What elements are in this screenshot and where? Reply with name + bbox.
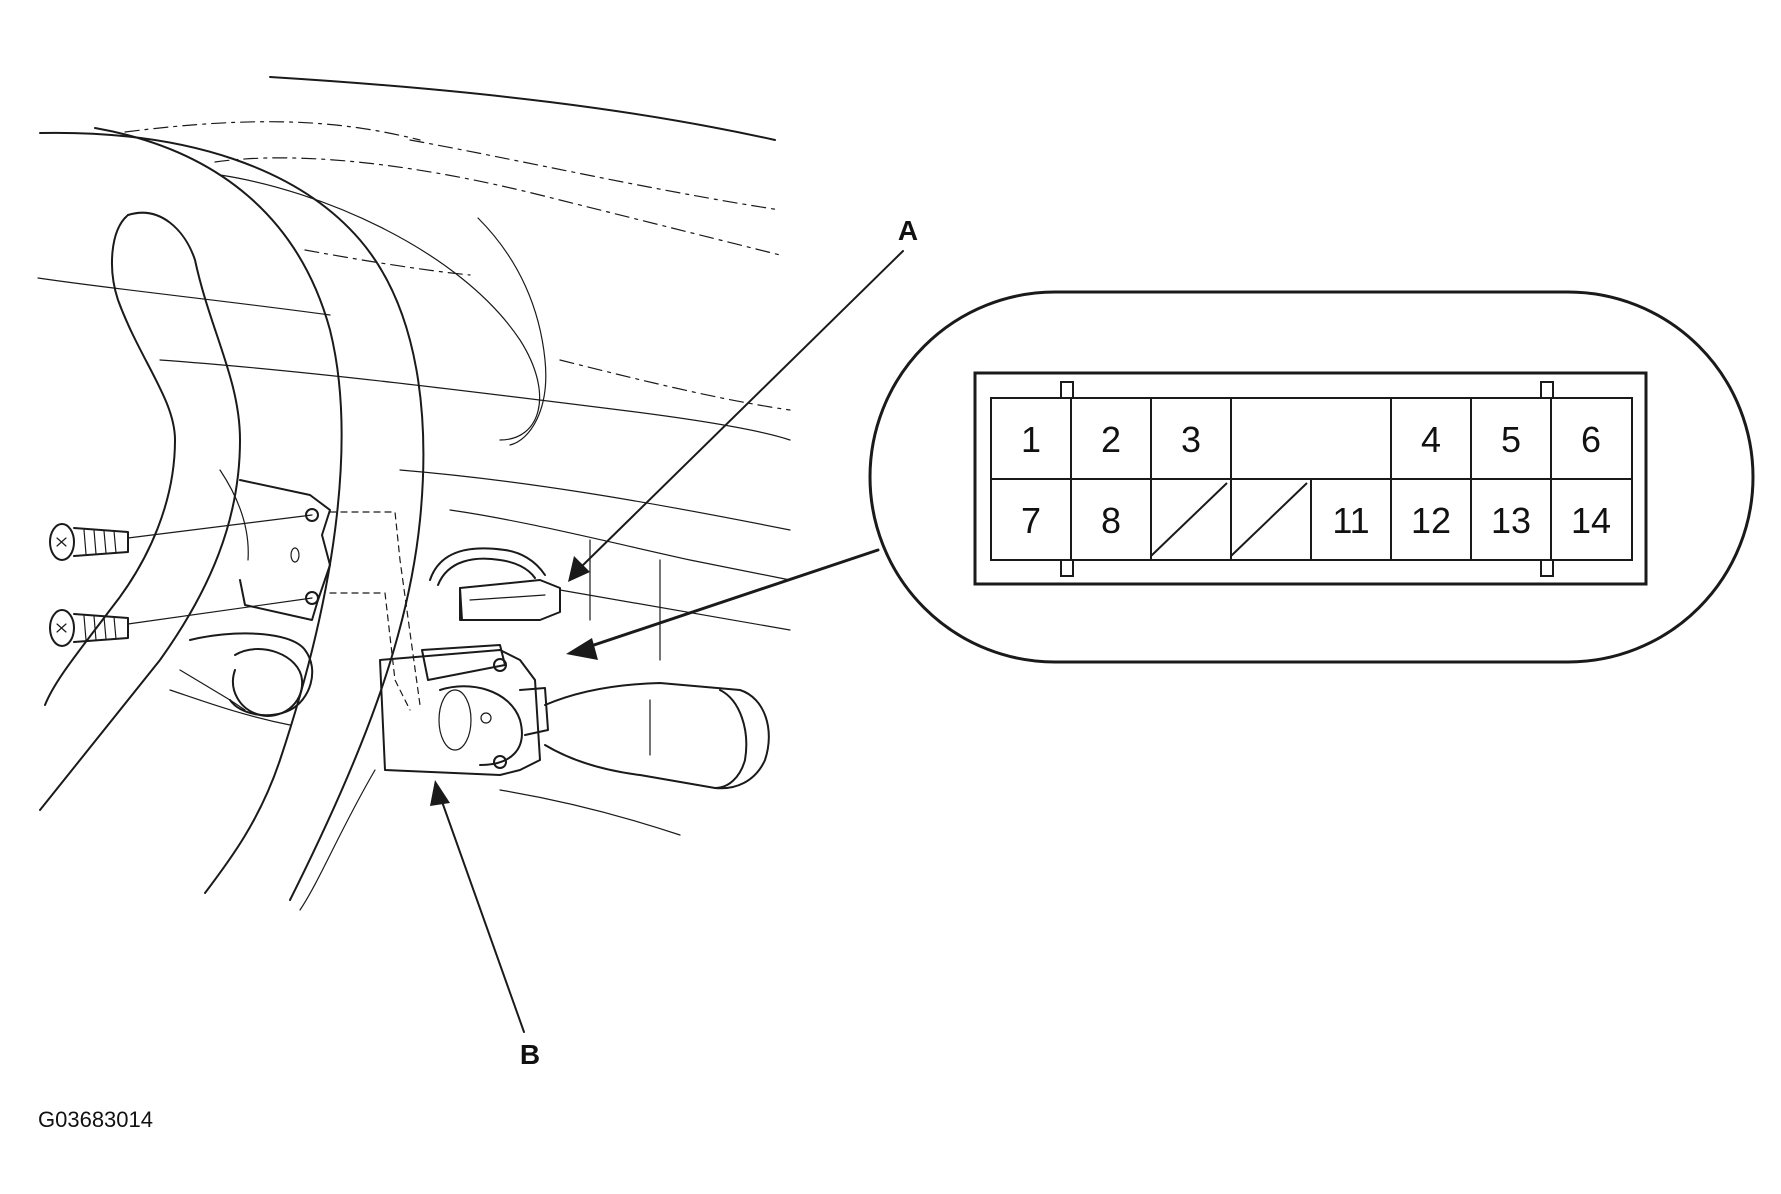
callout-label-b: B <box>520 1039 540 1070</box>
lock-tab <box>1060 559 1074 577</box>
callout-label-a: A <box>898 215 918 246</box>
combination-switch-b <box>379 644 549 776</box>
alignment-guides <box>329 511 421 711</box>
screw-lower-icon <box>49 597 313 647</box>
pin-label: 12 <box>1411 500 1451 541</box>
leader-line-connector-view <box>566 548 880 660</box>
mounting-bracket <box>179 479 331 717</box>
lock-tab <box>1060 381 1074 399</box>
pin-label: 2 <box>1101 419 1121 460</box>
pin-label: 7 <box>1021 500 1041 541</box>
steering-wheel <box>39 127 425 911</box>
pin-label: 3 <box>1181 419 1201 460</box>
leader-line-b <box>430 780 525 1033</box>
blank-cavity-mark <box>1150 482 1228 557</box>
lock-tab <box>1540 381 1554 399</box>
pin-label: 4 <box>1421 419 1441 460</box>
pin-label: 13 <box>1491 500 1531 541</box>
pin-label: 1 <box>1021 419 1041 460</box>
leader-line-a <box>568 250 904 582</box>
connector-housing <box>973 371 1648 586</box>
pin-label: 11 <box>1332 500 1369 541</box>
pin-label: 5 <box>1501 419 1521 460</box>
dashboard-outline <box>37 76 791 836</box>
screw-upper-icon <box>49 514 313 561</box>
pin-label: 6 <box>1581 419 1601 460</box>
switch-lever <box>544 682 770 790</box>
blank-cavity-mark <box>1230 482 1308 557</box>
connector-face-view: 1 2 3 4 5 6 7 8 11 12 13 14 <box>868 290 1755 664</box>
lock-tab <box>1540 559 1554 577</box>
figure-code: G03683014 <box>38 1107 153 1132</box>
pin-label: 8 <box>1101 500 1121 541</box>
pin-label: 14 <box>1571 500 1611 541</box>
harness-connector-a <box>429 547 561 621</box>
